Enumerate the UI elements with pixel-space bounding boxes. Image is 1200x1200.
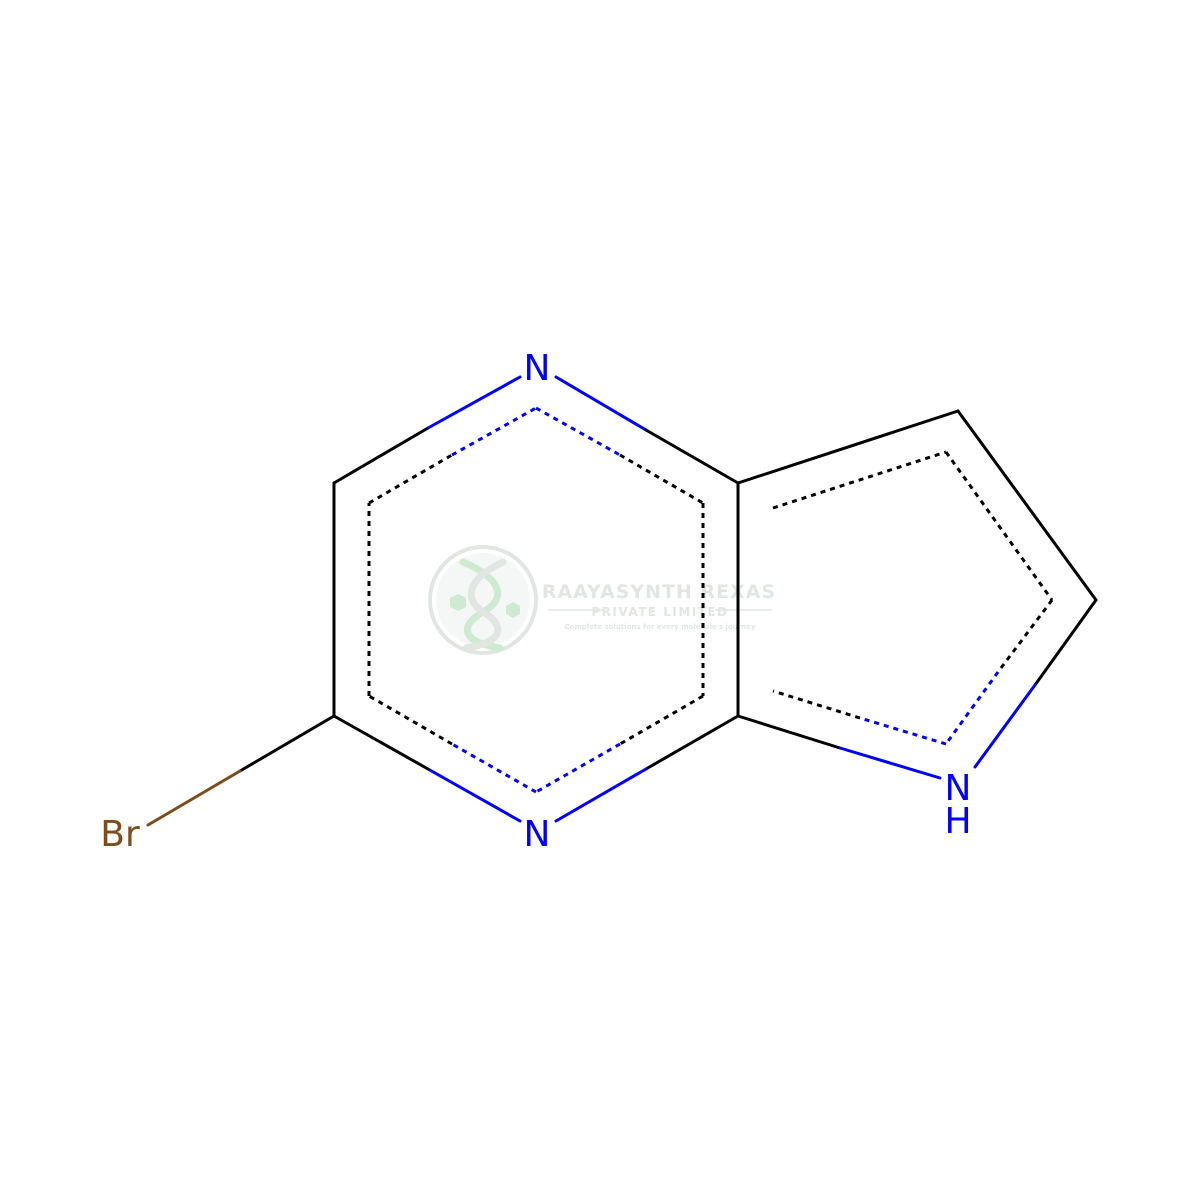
bond-c3a-n1p [736,714,842,750]
atom-labels: N N N H Br [100,348,971,855]
aromatic-bond-n1p-c3a-n-half [859,716,947,746]
bond-n1-c7a [554,375,648,432]
aromatic-bond-c7a-c3 [772,450,947,510]
watermark-tagline: Complete solutions for every molecule's … [565,623,756,631]
bond-c3-c2p [956,409,1098,602]
watermark-division: PRIVATE LIMITED [591,605,728,619]
bond-c3a-n4 [644,714,740,771]
atom-nh-hydrogen: H [944,801,971,842]
atom-bromine: Br [100,814,140,855]
atom-n-top: N [524,348,551,389]
bond-c2-n1 [332,426,430,485]
solid-bonds [146,375,1098,827]
aromatic-bond-c3a-n4-n-half [535,742,621,794]
atom-n-bottom: N [524,814,551,855]
bond-c2p-n1p-c-half [1033,598,1098,687]
aromatic-dashed-bonds [367,406,1054,794]
bond-c3a-n4-n-half [554,767,648,823]
bond-n4-c5 [332,714,430,771]
aromatic-bond-n4-c5-n-half [451,742,537,794]
bond-n1-c7a-c-half [644,428,740,485]
bond-c2-n1-n-half [426,375,522,430]
aromatic-bond-c3-c2p [944,451,1054,601]
aromatic-bond-c2-n1-n-half [451,406,537,457]
atom-nh-nitrogen: N [945,768,972,809]
aromatic-bond-n1-c7a-n-half [535,406,621,457]
bond-c7a-c3 [736,409,960,485]
aromatic-bond-c2p-n1p-n-half [944,671,1000,745]
dna-helix-logo-icon [428,545,538,655]
aromatic-bond-c2p-n1p [996,599,1054,673]
bond-n4-c5-n-half [426,767,522,823]
watermark: RAAYASYNTH REXAS PRIVATE LIMITED Complet… [428,545,776,655]
bond-c3a-n1p-n-half [838,746,942,780]
bond-c5-br [238,714,336,773]
watermark-company: RAAYASYNTH REXAS [542,581,776,603]
bond-c2p-n1p [973,683,1037,769]
bond-c5-br-br-half [146,769,242,827]
